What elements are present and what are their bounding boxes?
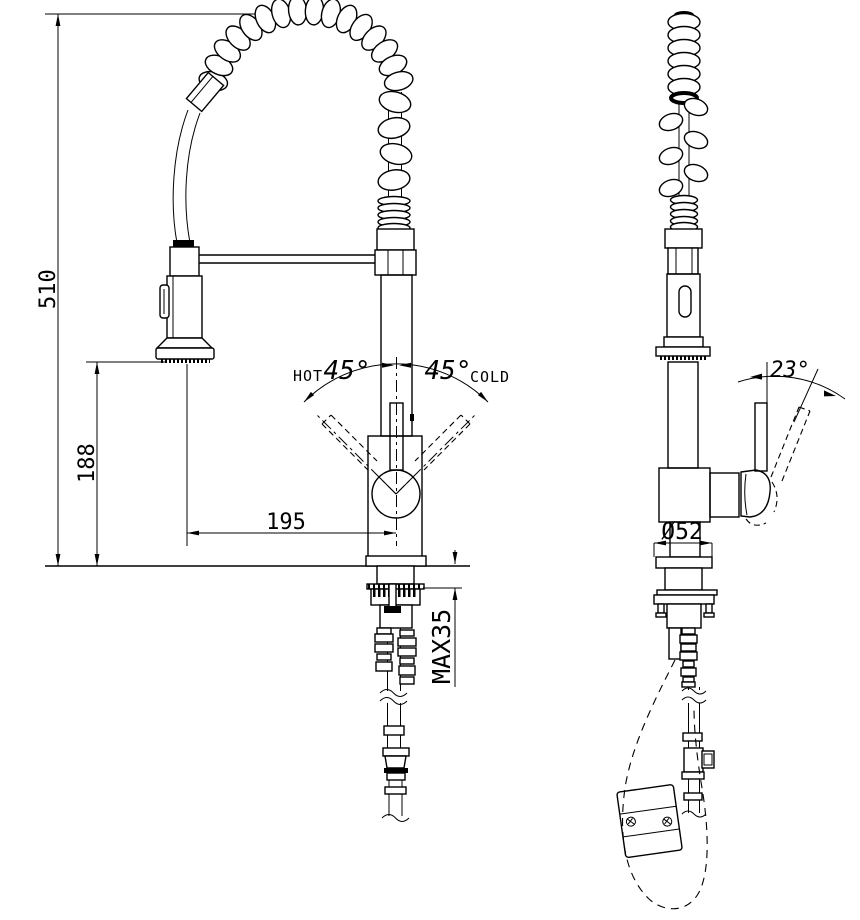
dim-handle-tilt-label: 23° — [770, 358, 810, 383]
hot-angle-label: 45° — [324, 356, 371, 386]
cold-label: COLD — [470, 368, 510, 386]
dim-handle-tilt: 23° — [737, 358, 846, 423]
dim-overall-height-label: 510 — [36, 269, 61, 309]
dim-spray-head-height: 188 — [75, 361, 167, 566]
handle-swing-positions — [321, 414, 471, 471]
dim-base-diameter-label: Ø52 — [661, 519, 703, 545]
cold-angle-label: 45° — [425, 356, 472, 386]
hose-elbow-fitting — [683, 747, 704, 773]
spout-column — [374, 228, 417, 437]
hot-supply-connector — [374, 627, 394, 672]
dim-base-diameter: Ø52 — [653, 519, 713, 557]
side-coil-spring — [658, 11, 709, 233]
dim-spout-reach-label: 195 — [266, 510, 306, 535]
front-view: 510 188 — [36, 0, 510, 822]
spray-head — [155, 240, 215, 363]
spout-slot — [678, 285, 692, 318]
side-faucet-body — [658, 402, 811, 558]
cold-supply-connector — [397, 629, 417, 685]
hot-label: HOT — [293, 367, 323, 385]
holder-arm — [199, 254, 377, 264]
dim-spout-reach: 195 — [187, 510, 396, 536]
side-base-and-mounting — [653, 556, 718, 818]
dim-overall-height: 510 — [36, 13, 290, 566]
side-spout-column — [655, 228, 711, 469]
side-view: 23° Ø52 — [616, 11, 846, 910]
centerlines — [186, 357, 477, 546]
dim-max-deck-thickness: MAX35 — [423, 550, 462, 687]
spray-hose — [172, 109, 201, 244]
side-supply-connector — [679, 627, 698, 688]
base-and-mounting — [365, 555, 427, 822]
hose-outlet-tube — [668, 627, 682, 660]
handle-lever-side — [754, 402, 768, 472]
dim-max-deck-thickness-label: MAX35 — [427, 609, 456, 684]
dim-spray-head-height-label: 188 — [75, 443, 100, 483]
faucet-body — [367, 402, 423, 558]
pullout-hose-loop — [622, 659, 708, 910]
hose-counterweight — [616, 784, 683, 859]
coil-spring-arch — [185, 0, 414, 234]
handle-dome — [740, 469, 771, 518]
dim-handle-swing: HOT 45° 45° COLD — [293, 356, 510, 403]
